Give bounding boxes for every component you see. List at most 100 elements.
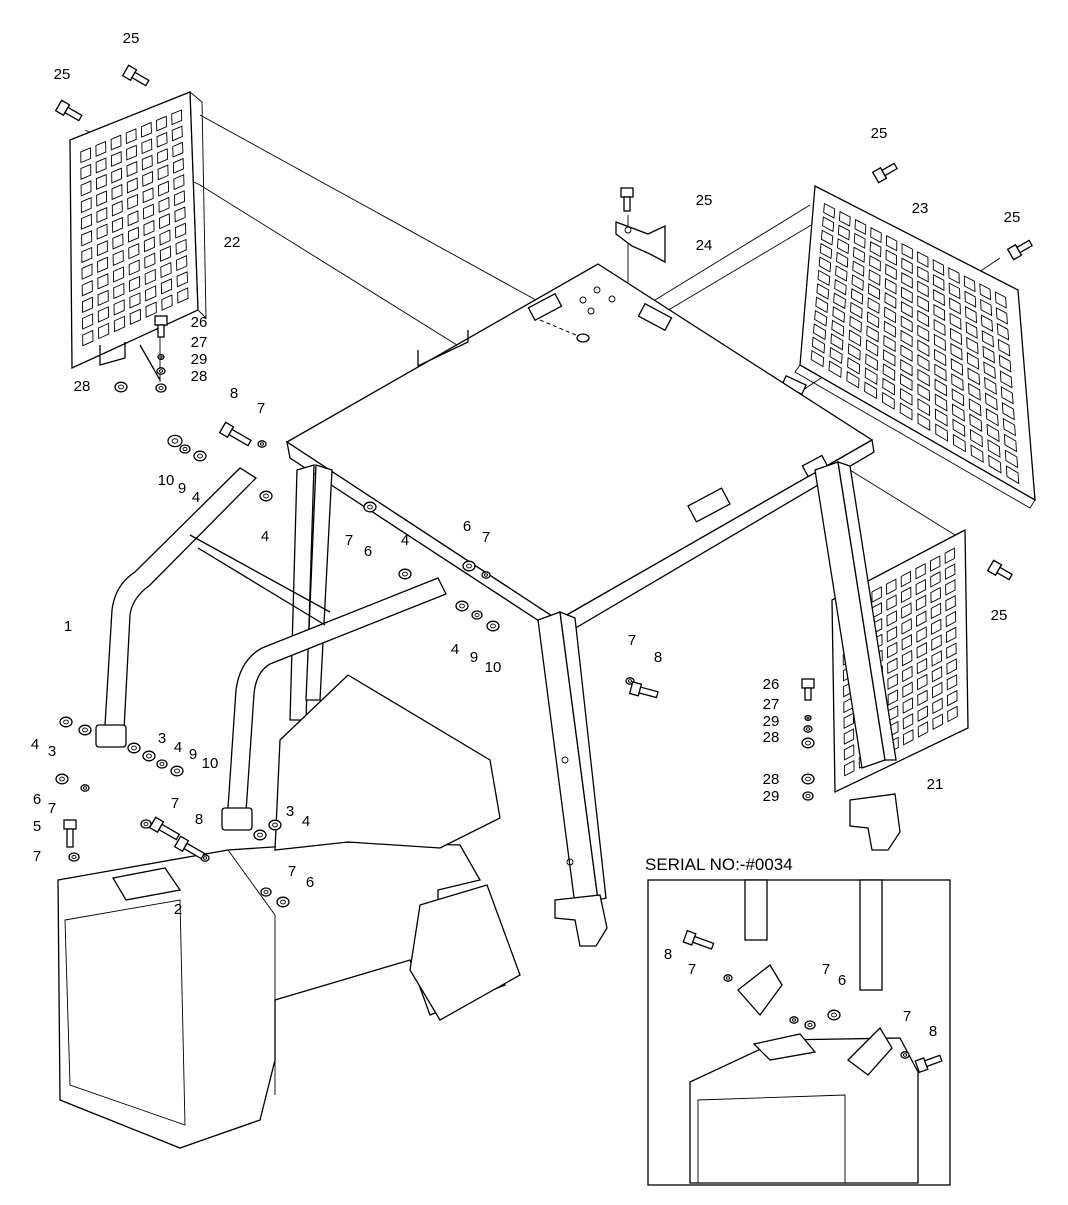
callout-label: 25 [991,607,1008,624]
screen-mesh-cell [982,345,995,364]
callout-label: 8 [195,811,203,828]
screen-mesh-cell [886,625,898,643]
screen-mesh-cell [851,274,864,291]
screen-mesh-cell [813,323,827,341]
screen-mesh-cell [173,174,185,191]
screen-mesh-cell [846,370,860,389]
washer [78,724,92,736]
screen-mesh-cell [867,297,880,315]
callout-label: 28 [74,378,91,395]
screen-mesh-cell [980,314,993,332]
screen-mesh-cell [127,210,139,227]
washer-hole [202,856,208,860]
screen-mesh-cell [984,376,997,395]
washer-hole [159,355,163,359]
screen-mesh-cell [935,423,949,442]
screen-mesh-cell [915,578,927,596]
screen-mesh-cell [901,243,913,260]
screen-mesh-cell [969,428,983,448]
screen-mesh-cell [853,232,866,249]
screen-mesh-cell [917,689,928,707]
washer [156,367,166,375]
screen-mesh-cell [143,219,155,237]
screen-mesh-cell [886,610,897,627]
screen-mesh-cell [931,634,942,651]
bolt-shank [804,687,812,701]
callout-label: 21 [927,776,944,793]
callout-label: 1 [64,618,72,635]
callout-label: 22 [224,234,241,251]
screen-mesh-cell [917,265,929,283]
screen-mesh-cell [916,657,928,675]
screen-mesh-cell [995,307,1008,325]
bolt [986,559,1013,581]
bolt-shank [996,566,1013,581]
bolt [682,929,715,950]
screen-mesh-cell [917,383,930,402]
screen-mesh-cell [81,246,93,264]
washer [259,490,273,502]
screen-mesh-cell [901,286,913,304]
screen-mesh-cell [174,222,187,239]
screen-mesh-cell [817,269,831,287]
callout-label: 9 [470,649,478,666]
screen-mesh-cell [832,306,846,323]
callout-label: 4 [302,813,310,830]
washer-hole [146,753,152,759]
screen-mesh-cell [176,271,188,288]
washer-hole [158,385,164,391]
callout-label: 7 [288,863,296,880]
screen-mesh-cell [160,278,173,295]
screen-mesh-cell [849,315,862,333]
screen-mesh-cell [933,318,946,337]
screen-mesh-cell [823,202,836,219]
washer-hole [182,446,188,452]
screen-mesh-cell [934,378,947,397]
screen-mesh-cell [984,392,998,411]
callout-label: 9 [178,480,186,497]
screen-mesh-cell [946,658,957,675]
screen-mesh-cell [900,358,913,377]
screen-mesh-cell [113,299,125,316]
callout-label: 23 [912,200,929,217]
screen-mesh-cell [946,642,957,659]
screen-mesh-cell [917,280,929,298]
screen-mesh-cell [934,393,948,412]
washer [170,765,184,777]
callout-label: 7 [171,795,179,812]
washer-hole [259,442,265,446]
bolt-shank [183,842,206,860]
screen-mesh-cell [97,306,109,323]
screen-mesh-cell [850,288,864,305]
callout-label: 29 [763,788,780,805]
washer [193,450,207,462]
screen-mesh-cell [144,268,156,286]
screen-mesh-cell [837,238,850,255]
callout-label: 3 [48,743,56,760]
screen-mesh-cell [917,251,929,268]
screen-mesh-cell [917,295,929,313]
screen-mesh-cell [129,308,141,325]
callout-label: 7 [33,848,41,865]
screen-mesh-cell [900,329,913,348]
screen-mesh-cell [814,309,828,327]
screen-mesh-cell [900,586,912,604]
washer-hole [902,1053,908,1057]
washer-hole [171,438,179,444]
screen-mesh-cell [963,275,976,293]
washer-hole [627,679,633,683]
washer-hole [63,719,69,725]
washer [801,773,815,785]
bolt [914,1054,943,1074]
washer [462,560,476,572]
screen-mesh-cell [80,147,92,164]
screen-mesh-cell [968,382,981,401]
washer [723,974,733,982]
screen-mesh-cell [161,294,173,311]
screen-mesh-cell [158,196,170,213]
screen-mesh-cell [932,713,943,731]
screen-mesh-cell [869,241,882,258]
screen-mesh-cell [847,343,861,361]
screen-mesh-cell [886,641,898,659]
serial-inset [647,879,951,1186]
